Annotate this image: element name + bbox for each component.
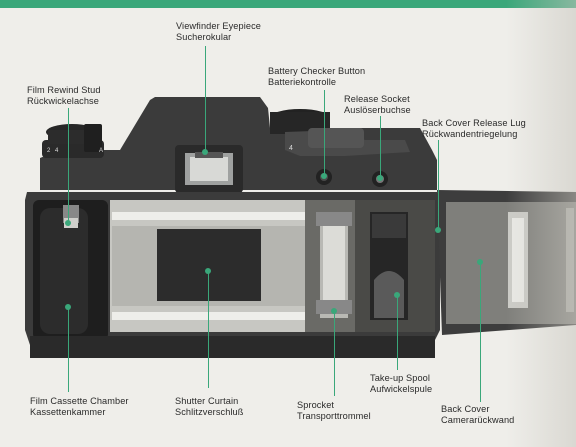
dial-mark-2: 2: [47, 148, 51, 154]
dot-back-lug: [435, 227, 441, 233]
top-plate: [40, 97, 437, 190]
leader-cassette: [68, 308, 70, 392]
dot-battery: [321, 173, 327, 179]
dot-rewind: [65, 220, 71, 226]
dot-back-cover: [477, 259, 483, 265]
rewind-knob: 2 4 A: [42, 124, 104, 158]
leader-rewind: [68, 108, 70, 226]
header-color-bar: [0, 0, 576, 8]
leader-back-cover: [480, 262, 482, 402]
dot-cassette: [65, 304, 71, 310]
dial-mark-a: A: [99, 148, 103, 154]
page-fold-shade: [506, 0, 576, 447]
leader-back-lug: [438, 140, 440, 230]
dot-sprocket: [331, 308, 337, 314]
leader-viewfinder: [205, 46, 207, 152]
speed-mark: 4: [289, 145, 293, 152]
leader-shutter: [208, 272, 210, 388]
bottom-plate: [30, 336, 435, 358]
dot-shutter: [205, 268, 211, 274]
dot-viewfinder: [202, 149, 208, 155]
leader-sprocket: [334, 312, 336, 396]
leader-release: [380, 116, 382, 178]
leader-takeup: [397, 296, 399, 370]
leader-battery: [324, 90, 326, 176]
dot-release: [377, 175, 383, 181]
dot-takeup: [394, 292, 400, 298]
viewfinder-eyepiece: [175, 145, 243, 193]
dial-mark-4: 4: [55, 148, 59, 154]
shutter-speed-dial: 4: [270, 109, 410, 156]
